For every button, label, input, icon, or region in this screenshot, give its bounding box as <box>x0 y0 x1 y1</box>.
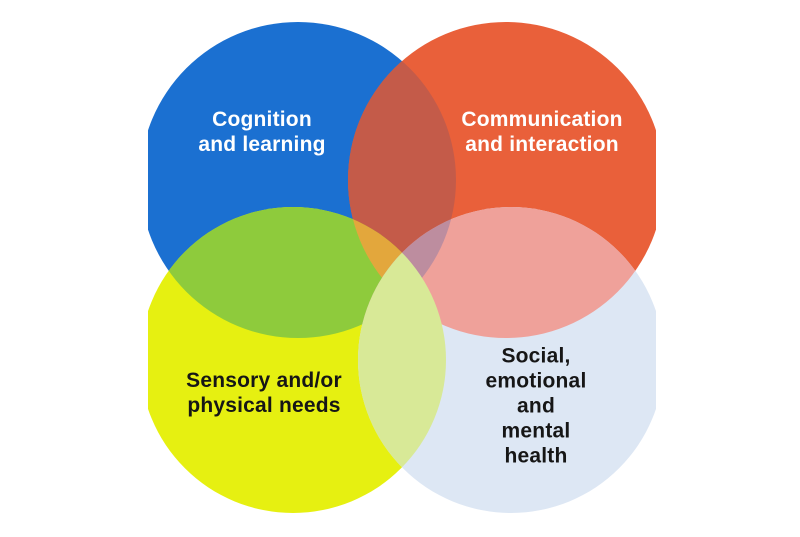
overlap-blue-yellow <box>148 207 446 338</box>
overlap-orange-lightblue <box>358 207 656 338</box>
venn-diagram-svg <box>148 22 656 513</box>
venn-diagram-card: Cognition and learning Communication and… <box>148 14 656 520</box>
